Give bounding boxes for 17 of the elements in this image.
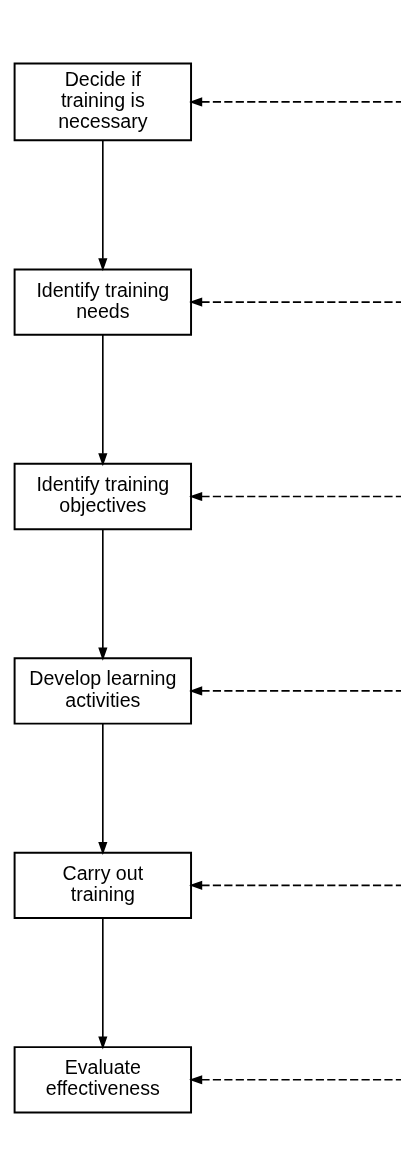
node-box: Decide if training is necessary bbox=[13, 62, 193, 141]
arrow bbox=[98, 916, 108, 1049]
node-box: Evaluate effectiveness bbox=[13, 1045, 193, 1113]
node-box: Carry out training bbox=[13, 851, 193, 919]
arrow bbox=[189, 491, 402, 501]
arrow bbox=[189, 880, 402, 890]
arrow bbox=[189, 96, 402, 106]
arrow bbox=[98, 139, 108, 271]
node-box: Develop learning activities bbox=[13, 656, 193, 725]
node-box: Identify training objectives bbox=[13, 462, 193, 530]
arrow bbox=[189, 1074, 402, 1084]
node-box: Identify training needs bbox=[13, 267, 193, 336]
arrow bbox=[189, 685, 402, 695]
arrow bbox=[98, 722, 108, 855]
arrow bbox=[189, 297, 402, 307]
arrow bbox=[98, 527, 108, 661]
arrow bbox=[98, 333, 108, 466]
